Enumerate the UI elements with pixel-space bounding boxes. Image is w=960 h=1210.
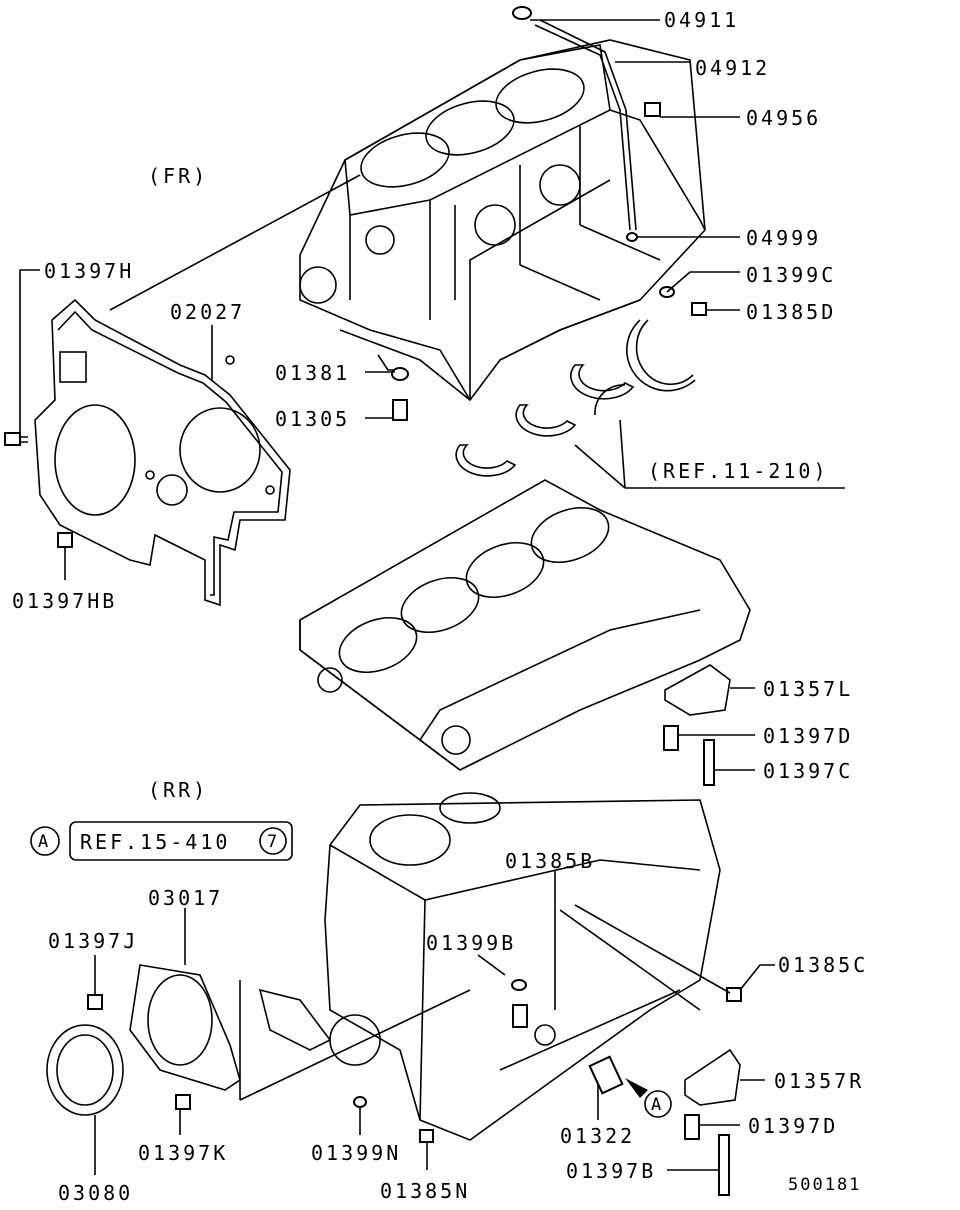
diagram-code: 500181 (788, 1175, 861, 1195)
bolt-01397K (175, 1094, 191, 1110)
label-02027: 02027 (170, 300, 245, 324)
rear-cylinder-block (258, 792, 721, 1141)
oil-seal-03080 (46, 1024, 124, 1116)
label-01357L: 01357L (763, 677, 853, 701)
label-04999: 04999 (746, 226, 821, 250)
label-04911: 04911 (664, 8, 739, 32)
ref-circled-number: 7 (267, 832, 279, 852)
bolt-01397J (87, 994, 103, 1010)
label-01385B: 01385B (505, 849, 595, 873)
ref-box-text: REF.15-410 (80, 830, 230, 854)
part-04956 (644, 102, 661, 117)
section-front-label: (FR) (148, 164, 208, 188)
part-01399N (353, 1096, 367, 1108)
reference-box: A REF.15-410 7 (30, 821, 293, 861)
bracket-01357R (684, 1048, 741, 1106)
upper-cylinder-block (299, 6, 706, 402)
label-01399N: 01399N (311, 1141, 401, 1165)
bracket-01357L (664, 664, 731, 716)
label-03080: 03080 (58, 1181, 133, 1205)
bolt-01397HB (57, 532, 73, 548)
section-rear-label: (RR) (148, 778, 208, 802)
part-01381 (377, 354, 409, 381)
label-01399C: 01399C (746, 263, 836, 287)
label-01397D-lower: 01397D (748, 1114, 838, 1138)
label-01357R: 01357R (774, 1069, 864, 1093)
label-01397J: 01397J (48, 929, 138, 953)
lower-crankcase (299, 479, 751, 771)
label-04912: 04912 (695, 56, 770, 80)
label-04956: 04956 (746, 106, 821, 130)
label-01397K: 01397K (138, 1141, 228, 1165)
bolt-01305 (392, 399, 408, 421)
part-04999 (626, 232, 638, 242)
part-01385B (512, 1004, 528, 1028)
label-01399B: 01399B (426, 931, 516, 955)
part-01385D (691, 302, 707, 316)
label-01397C: 01397C (763, 759, 853, 783)
part-01385N (419, 1129, 434, 1143)
label-01305: 01305 (275, 407, 350, 431)
bolt-01397C (703, 739, 715, 786)
part-01385C (726, 987, 742, 1002)
bolt-01397H (4, 432, 28, 446)
marker-a-letter: A (651, 1095, 663, 1115)
ref-circle-letter: A (38, 832, 50, 852)
marker-a: A (644, 1090, 672, 1118)
label-03017: 03017 (148, 886, 223, 910)
bearing-shells (455, 319, 696, 477)
oil-seal-case-03017 (129, 964, 241, 1091)
label-01397B: 01397B (566, 1159, 656, 1183)
label-01322: 01322 (560, 1124, 635, 1148)
pin-01322 (588, 1055, 648, 1098)
label-01381: 01381 (275, 361, 350, 385)
bolt-01397D-upper (663, 725, 679, 751)
label-01397D-upper: 01397D (763, 724, 853, 748)
bolt-01397D-lower (684, 1114, 700, 1140)
front-gasket-02027 (34, 298, 291, 607)
label-01385N: 01385N (380, 1179, 470, 1203)
part-01399B (511, 979, 527, 991)
label-01397HB: 01397HB (12, 589, 117, 613)
label-01397H: 01397H (44, 259, 134, 283)
bearing-reference-label: (REF.11-210) (648, 459, 829, 483)
bolt-01397B (718, 1134, 730, 1196)
leader-lines (19, 19, 845, 1175)
label-01385C: 01385C (778, 953, 868, 977)
label-01385D: 01385D (746, 300, 836, 324)
